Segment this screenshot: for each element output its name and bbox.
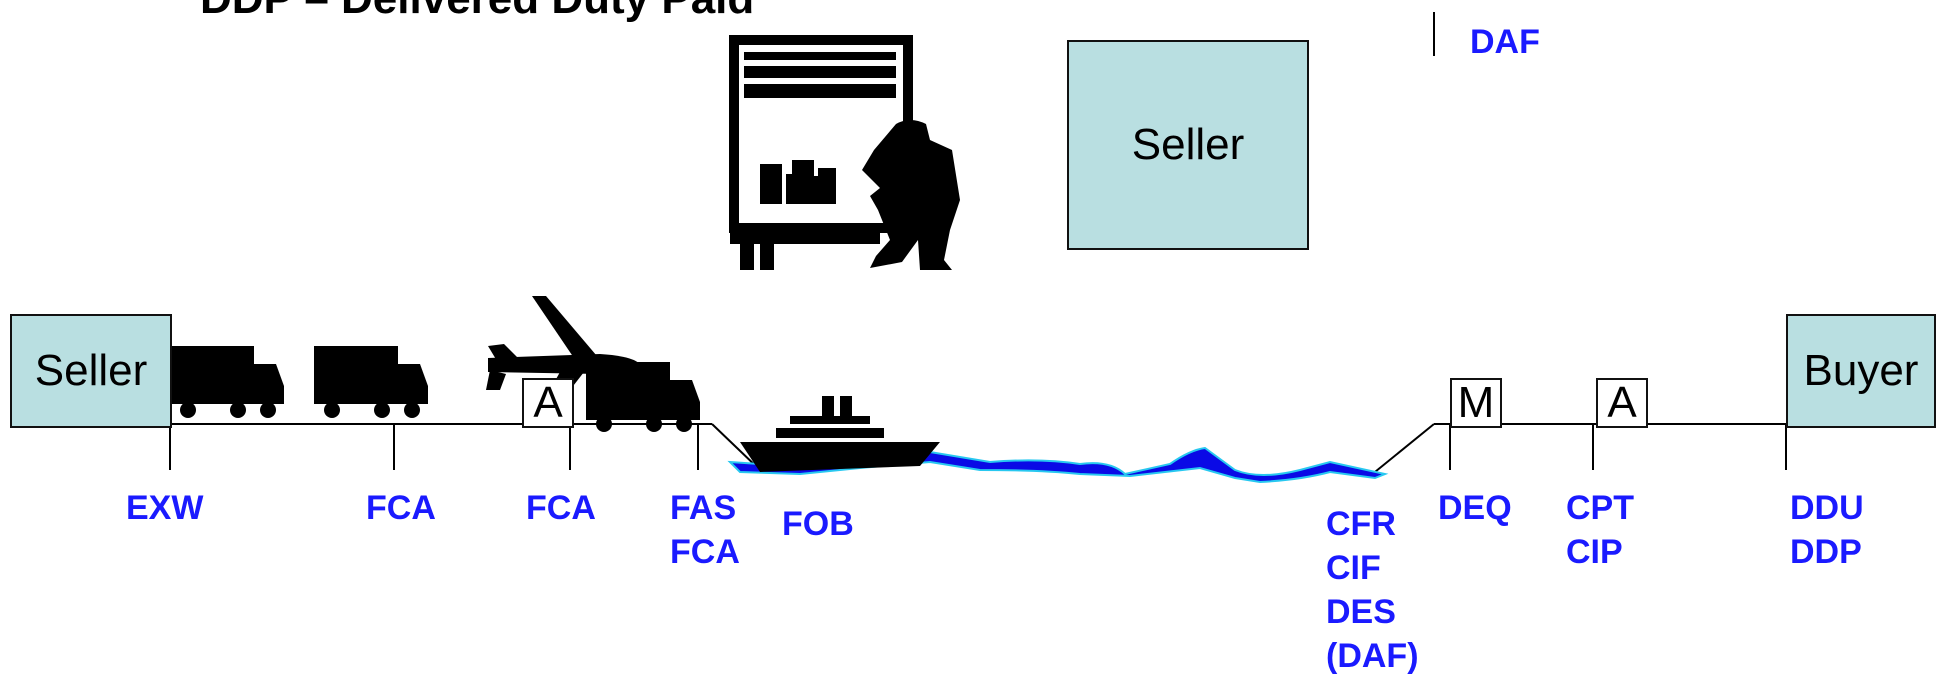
air-marker-label: A [533,378,563,427]
term-cpt: CPT [1566,489,1634,527]
ship-icon [740,396,940,472]
term-fca-1: FCA [366,489,436,527]
deq-marker-label: M [1457,378,1495,427]
term-fob: FOB [782,505,854,543]
seller-box: Seller [10,314,172,428]
term-cip: CIP [1566,533,1623,571]
seller-label-top: Seller [1131,120,1245,169]
term-fca-3: FCA [670,533,740,571]
air-transport-marker: A [522,378,574,428]
deq-marker: M [1450,378,1502,428]
term-cpt-cip: CPT CIP [1566,486,1634,574]
term-daf-top: DAF [1470,23,1540,61]
buyer-label: Buyer [1803,346,1919,395]
term-cfr: CFR [1326,505,1396,543]
buyer-box: Buyer [1786,314,1936,428]
term-ddu-ddp: DDU DDP [1790,486,1864,574]
slope-right [1369,423,1435,477]
term-ddu: DDU [1790,489,1864,527]
term-fas-fca: FAS FCA [670,486,740,574]
warehouse-worker-icon [729,35,960,270]
term-fas: FAS [670,489,737,527]
term-ticks [169,424,1787,470]
seller-label: Seller [34,346,148,395]
truck-icon [586,362,700,432]
term-exw: EXW [126,489,204,527]
cpt-marker-label: A [1607,378,1637,427]
seller-box-top: Seller [1067,40,1309,250]
water-wave [727,446,1389,484]
term-des: DES [1326,593,1396,631]
cpt-marker: A [1596,378,1648,428]
term-ddp: DDP [1790,533,1862,571]
truck-icon [314,346,428,418]
term-fca-2: FCA [526,489,596,527]
slope-left [711,423,761,471]
truck-icon [170,346,284,418]
term-daf: (DAF) [1326,637,1419,675]
term-cfr-group: CFR CIF DES (DAF) [1326,502,1419,678]
diagram-heading: DDP – Delivered Duty Paid [200,0,754,24]
term-cif: CIF [1326,549,1381,587]
term-deq: DEQ [1438,489,1512,527]
